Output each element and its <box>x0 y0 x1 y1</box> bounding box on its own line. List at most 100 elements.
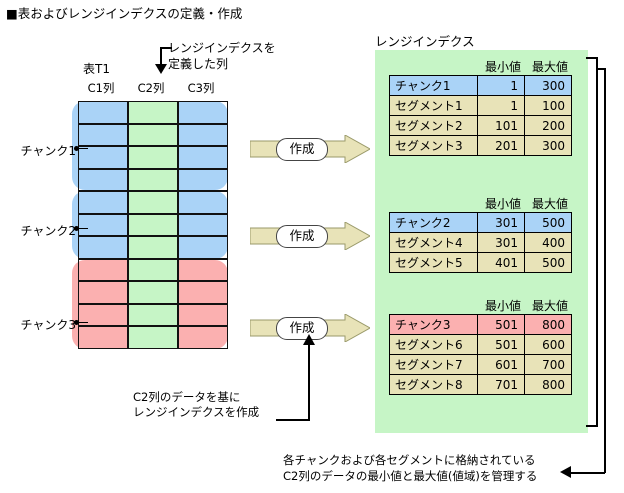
range-index-bracket-vertical <box>596 57 598 427</box>
bottom-annotation-connector-vertical <box>604 68 606 473</box>
table-cell <box>178 191 228 214</box>
row-name: セグメント1 <box>389 95 478 116</box>
row-min-value: 101 <box>477 115 525 136</box>
indexed-column-annotation-line1: レンジインデクスを <box>168 41 276 55</box>
row-name: セグメント2 <box>389 115 478 136</box>
column-header-c3: C3列 <box>187 81 215 95</box>
row-min-value: 501 <box>477 314 525 335</box>
chunk-label-3: チャンク3 <box>20 318 76 332</box>
table-cell <box>178 281 228 304</box>
row-max-value: 400 <box>524 232 572 253</box>
row-min-value: 601 <box>477 354 525 375</box>
header-min-value: 最小値 <box>485 299 522 315</box>
row-min-value: 701 <box>477 374 525 395</box>
table-cell <box>128 146 178 169</box>
create-index-note-line2: レンジインデクスを作成 <box>133 405 260 419</box>
table-cell <box>128 101 178 124</box>
table-cell <box>78 146 128 169</box>
range-index-header-row: 最小値最大値 <box>375 58 588 76</box>
range-index-header-row: 最小値最大値 <box>375 297 588 315</box>
page-title: ■表およびレンジインデクスの定義・作成 <box>6 6 243 21</box>
indexed-column-pointer-arrowhead-icon <box>155 64 167 74</box>
table-cell <box>178 213 228 237</box>
chunk-label-1: チャンク1 <box>20 144 76 158</box>
table-cell <box>78 191 128 214</box>
create-index-note-line-horizontal <box>276 419 310 421</box>
row-max-value: 500 <box>524 252 572 273</box>
table-name-label: 表T1 <box>83 62 110 76</box>
bottom-annotation-line2: C2列のデータの最小値と最大値(値域)を管理する <box>283 469 538 483</box>
create-index-note-line1: C2列のデータを基に <box>133 390 241 404</box>
chunk-label-2: チャンク2 <box>20 224 76 238</box>
row-name: チャンク2 <box>389 212 478 233</box>
header-min-value: 最小値 <box>485 60 522 76</box>
row-name: セグメント7 <box>389 354 478 375</box>
table-cell <box>78 281 128 304</box>
chunk-leader-line-1 <box>76 148 88 149</box>
row-min-value: 501 <box>477 334 525 355</box>
table-cell <box>178 303 228 327</box>
row-max-value: 300 <box>524 135 572 156</box>
row-max-value: 800 <box>524 314 572 335</box>
table-cell <box>128 236 178 259</box>
row-max-value: 500 <box>524 212 572 233</box>
table-cell <box>78 258 128 282</box>
table-cell <box>78 213 128 237</box>
chunk-leader-line-2 <box>76 228 88 229</box>
chunk-leader-line-3 <box>76 322 88 323</box>
table-cell <box>178 258 228 282</box>
row-max-value: 200 <box>524 115 572 136</box>
range-index-panel-title: レンジインデクス <box>375 34 475 49</box>
table-cell <box>178 168 228 192</box>
create-arrow-label-1: 作成 <box>276 138 328 161</box>
create-index-note-line-vertical <box>308 345 310 421</box>
row-max-value: 800 <box>524 374 572 395</box>
row-max-value: 100 <box>524 95 572 116</box>
table-cell <box>78 123 128 147</box>
column-header-c2: C2列 <box>137 81 165 95</box>
row-max-value: 700 <box>524 354 572 375</box>
row-min-value: 401 <box>477 252 525 273</box>
table-cell <box>128 191 178 214</box>
table-cell <box>128 123 178 147</box>
table-cell <box>128 281 178 304</box>
row-min-value: 1 <box>477 75 525 96</box>
create-arrow-label-3: 作成 <box>276 317 328 340</box>
chunk-leader-dot-2 <box>74 226 79 231</box>
table-cell <box>78 326 128 349</box>
column-header-c1: C1列 <box>87 81 115 95</box>
table-cell <box>128 168 178 192</box>
row-name: セグメント5 <box>389 252 478 273</box>
indexed-column-pointer-vertical <box>160 47 162 66</box>
row-max-value: 300 <box>524 75 572 96</box>
create-arrow-label-2: 作成 <box>276 225 328 248</box>
indexed-column-annotation: レンジインデクスを 定義した列 <box>168 40 276 72</box>
indexed-column-pointer-horizontal <box>160 47 172 49</box>
bottom-annotation-text: 各チャンクおよび各セグメントに格納されている C2列のデータの最小値と最大値(値… <box>283 452 537 484</box>
table-cell <box>128 213 178 237</box>
table-cell <box>78 168 128 192</box>
row-name: チャンク3 <box>389 314 478 335</box>
range-index-header-row: 最小値最大値 <box>375 195 588 213</box>
indexed-column-annotation-line2: 定義した列 <box>168 57 229 71</box>
table-grid <box>78 101 228 349</box>
row-max-value: 600 <box>524 334 572 355</box>
range-index-bracket-bottom <box>586 425 597 427</box>
chunk-leader-dot-1 <box>74 146 79 151</box>
row-min-value: 301 <box>477 212 525 233</box>
row-name: セグメント8 <box>389 374 478 395</box>
row-name: セグメント6 <box>389 334 478 355</box>
table-cell <box>178 146 228 169</box>
